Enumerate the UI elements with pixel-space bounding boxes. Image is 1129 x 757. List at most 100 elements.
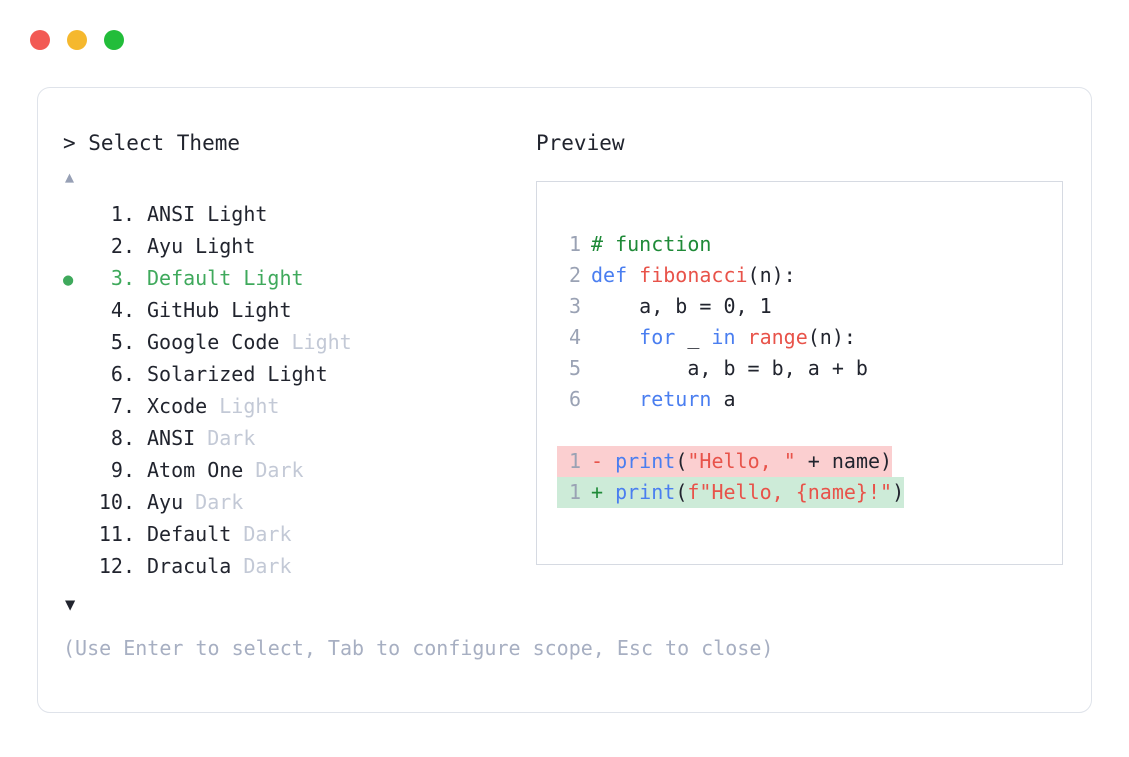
theme-item-name: Google Code — [147, 330, 292, 354]
line-number: 1 — [568, 449, 581, 473]
code-line: 1 # function — [557, 229, 711, 260]
bullet-placeholder — [63, 360, 89, 392]
select-theme-prompt: > Select Theme — [63, 131, 241, 155]
theme-item-name: Dracula — [147, 554, 244, 578]
code-line-text: def fibonacci(n): — [591, 260, 796, 291]
theme-item-variant: Dark — [255, 458, 304, 482]
code-token-plain: ( — [675, 449, 688, 473]
theme-list-item[interactable]: 4.GitHub Light — [63, 294, 533, 326]
theme-item-variant: Light — [267, 362, 328, 386]
theme-list-item[interactable]: ● 3. Default Light — [63, 262, 533, 294]
theme-item-variant: Light — [207, 202, 268, 226]
minimize-button[interactable] — [67, 30, 87, 50]
code-token-plain: ( — [675, 480, 688, 504]
line-number: 3 — [568, 294, 581, 318]
code-line-text: a, b = 0, 1 — [591, 291, 772, 322]
code-token-plain: ) — [892, 480, 905, 504]
theme-item-number: 11. — [98, 522, 135, 546]
bullet-placeholder — [63, 552, 89, 584]
theme-item-variant: Light — [243, 266, 304, 290]
bullet-placeholder — [63, 520, 89, 552]
window-controls — [30, 30, 124, 50]
code-token-string: "Hello, " — [687, 449, 796, 473]
theme-item-name: Xcode — [147, 394, 220, 418]
code-token-plain: a — [711, 387, 736, 411]
code-line: 4 for _ in range(n): — [557, 322, 856, 353]
code-token-keyword: return — [639, 387, 712, 411]
theme-item-variant: Light — [231, 298, 292, 322]
scroll-up-icon[interactable]: ▲ — [65, 168, 75, 186]
code-line-text: a, b = b, a + b — [591, 353, 868, 384]
bullet-placeholder — [63, 328, 89, 360]
theme-list-item[interactable]: 11.Default Dark — [63, 518, 533, 550]
code-token-keyword: in — [711, 325, 748, 349]
selected-bullet-icon: ● — [63, 270, 74, 290]
code-token-comment: # function — [591, 232, 712, 256]
code-token-plain: a, b = 0, 1 — [591, 294, 772, 318]
theme-list-panel: > Select Theme ▲ 1.ANSI Light 2. Ayu Ligh… — [63, 131, 533, 615]
code-line: 5 a, b = b, a + b — [557, 353, 868, 384]
code-token-plain: _ — [675, 325, 712, 349]
code-token-plain — [591, 387, 639, 411]
close-button[interactable] — [30, 30, 50, 50]
theme-item-number: 9. — [110, 458, 135, 482]
line-number: 1 — [568, 480, 581, 504]
code-token-string: f"Hello, {name}!" — [687, 480, 893, 504]
code-token-plain: (n): — [747, 263, 796, 287]
theme-item-number: 2. — [110, 234, 135, 258]
keyboard-hint: (Use Enter to select, Tab to configure s… — [63, 636, 774, 660]
diff-line-add: 1+ print(f"Hello, {name}!") — [557, 477, 905, 508]
theme-list-item[interactable]: 9. Atom One Dark — [63, 454, 533, 486]
line-number: 5 — [568, 356, 581, 380]
theme-list-item[interactable]: 12.Dracula Dark — [63, 550, 533, 582]
theme-list-item[interactable]: 7. Xcode Light — [63, 390, 533, 422]
theme-item-number: 3. — [110, 266, 135, 290]
theme-item-name: Solarized — [147, 362, 268, 386]
scroll-down-icon[interactable]: ▼ — [65, 595, 76, 615]
code-token-keyword: for — [639, 325, 676, 349]
theme-list: 1.ANSI Light 2. Ayu Light ● 3. Default Light… — [63, 198, 533, 582]
code-token-fn: range — [747, 325, 808, 349]
code-line-text: return a — [591, 384, 736, 415]
diff-line-text: print("Hello, " + name) — [615, 446, 892, 477]
bullet-placeholder — [63, 488, 89, 520]
preview-title: Preview — [536, 131, 625, 155]
line-number: 2 — [568, 263, 581, 287]
bullet-placeholder — [63, 232, 89, 264]
theme-item-number: 12. — [98, 554, 135, 578]
code-token-plain: + name) — [795, 449, 893, 473]
diff-sign: + — [591, 480, 616, 504]
theme-item-name: Default — [147, 266, 244, 290]
theme-list-item[interactable]: 6.Solarized Light — [63, 358, 533, 390]
line-number: 1 — [568, 232, 581, 256]
theme-item-number: 8. — [110, 426, 135, 450]
theme-item-name: Ayu — [147, 234, 196, 258]
code-token-fn: fibonacci — [639, 263, 748, 287]
theme-selector-card: > Select Theme ▲ 1.ANSI Light 2. Ayu Ligh… — [37, 87, 1092, 713]
theme-item-number: 10. — [98, 490, 135, 514]
code-line-text: # function — [591, 229, 711, 260]
theme-item-variant: Light — [195, 234, 256, 258]
theme-list-item[interactable]: 5.Google Code Light — [63, 326, 533, 358]
theme-list-item[interactable]: 8.ANSI Dark — [63, 422, 533, 454]
bullet-placeholder — [63, 424, 89, 456]
maximize-button[interactable] — [104, 30, 124, 50]
bullet-placeholder — [63, 296, 89, 328]
theme-list-item[interactable]: 2. Ayu Light — [63, 230, 533, 262]
code-diff-spacer — [557, 415, 904, 446]
code-token-plain: (n): — [807, 325, 856, 349]
line-number: 4 — [568, 325, 581, 349]
theme-item-variant: Dark — [195, 490, 244, 514]
diff-sign: - — [591, 449, 616, 473]
code-token-keyword: def — [591, 263, 640, 287]
theme-item-number: 7. — [110, 394, 135, 418]
theme-item-name: Atom One — [147, 458, 256, 482]
theme-item-variant: Light — [219, 394, 280, 418]
theme-list-item[interactable]: 10.Ayu Dark — [63, 486, 533, 518]
theme-item-variant: Dark — [243, 522, 292, 546]
theme-list-item[interactable]: 1.ANSI Light — [63, 198, 533, 230]
code-token-plain — [591, 325, 639, 349]
code-line: 6 return a — [557, 384, 736, 415]
